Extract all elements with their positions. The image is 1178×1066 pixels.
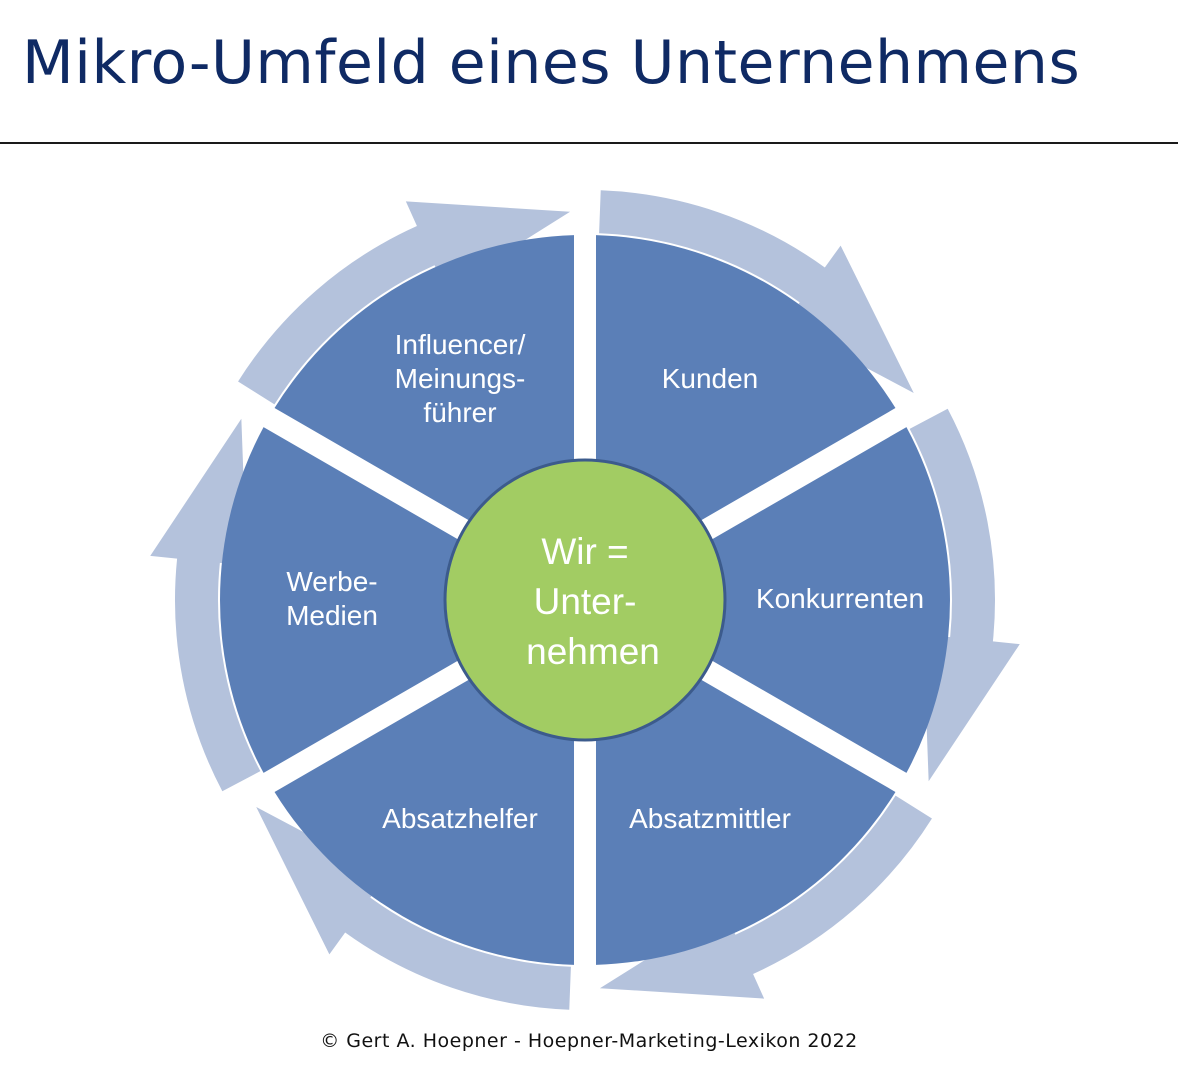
center-label-line-1: Wir = <box>541 531 628 572</box>
segment-label-werbe-medien: Medien <box>286 600 378 631</box>
segment-group <box>220 235 950 965</box>
segment-kunden <box>595 235 896 526</box>
segment-absatzmittler <box>595 674 896 965</box>
page-title: Mikro-Umfeld eines Unternehmens <box>22 28 1081 98</box>
segment-influencer <box>274 235 575 526</box>
center-label-line-3: nehmen <box>526 631 660 672</box>
segment-label-influencer: Meinungs- <box>395 363 526 394</box>
title-divider <box>0 142 1178 144</box>
segment-label-influencer: führer <box>423 397 496 428</box>
segment-label-influencer: Influencer/ <box>395 329 526 360</box>
segment-werbe-medien <box>220 427 468 773</box>
center-node: Wir = Unter- nehmen <box>443 458 727 742</box>
segment-label-konkurrenten: Konkurrenten <box>756 583 924 614</box>
segment-label-kunden: Kunden <box>662 363 759 394</box>
copyright-footer: © Gert A. Hoepner - Hoepner-Marketing-Le… <box>320 1030 858 1052</box>
segment-absatzhelfer <box>274 674 575 965</box>
segment-label-absatzmittler: Absatzmittler <box>629 803 791 834</box>
segment-konkurrenten <box>702 427 950 773</box>
segment-label-werbe-medien: Werbe- <box>286 566 377 597</box>
center-label-line-2: Unter- <box>534 581 637 622</box>
center-circle <box>443 458 727 742</box>
segment-label-absatzhelfer: Absatzhelfer <box>382 803 538 834</box>
